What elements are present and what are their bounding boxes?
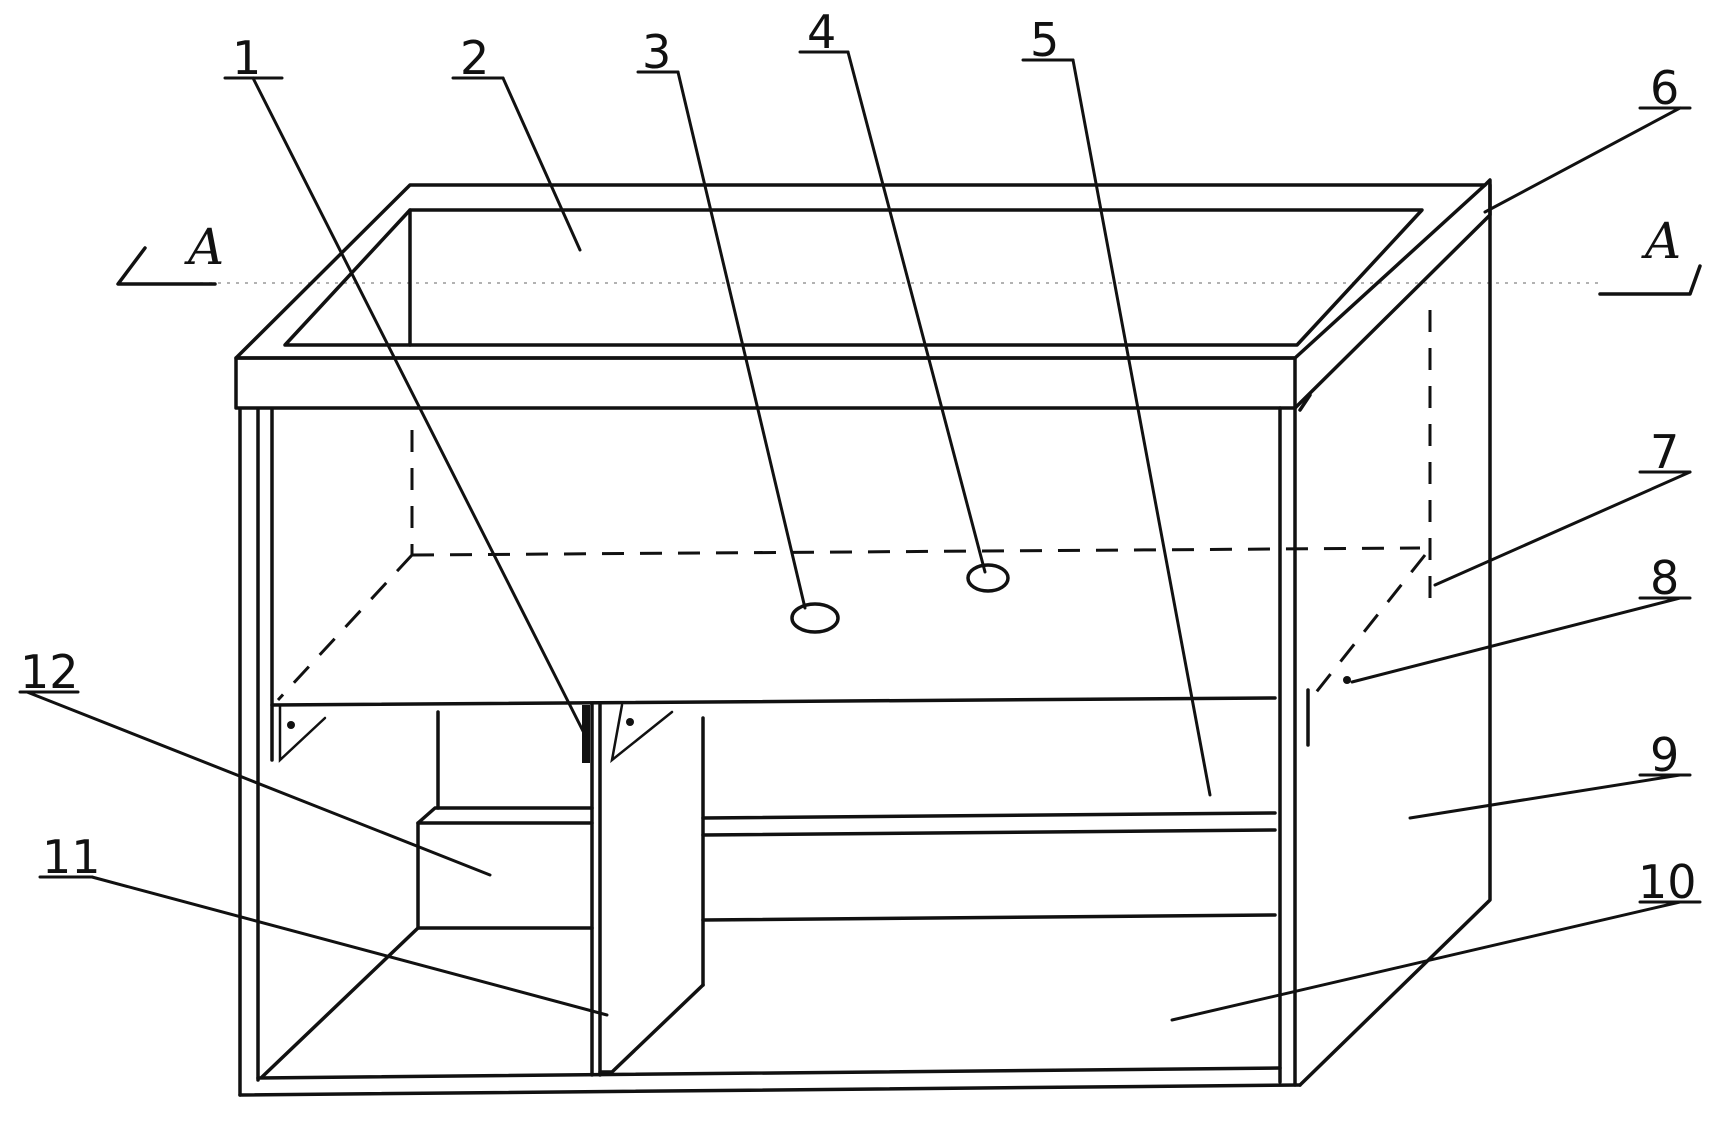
front-frame [238,408,1302,1097]
leader-lines [25,50,1692,1022]
callout-numbers: 1 2 3 4 5 6 7 8 9 10 11 12 [20,5,1697,909]
section-label-right: A [1641,212,1681,270]
callout-10: 10 [1638,855,1697,909]
callout-6: 6 [1650,61,1679,115]
callout-5: 5 [1030,13,1059,67]
callout-12: 12 [20,645,79,699]
callout-4: 4 [807,5,836,59]
top-rim [234,183,1492,410]
callout-9: 9 [1650,728,1679,782]
side-panel [1278,178,1492,1087]
callout-underlines [18,50,1702,904]
trough [270,310,1432,764]
callout-3: 3 [642,25,671,79]
section-line [116,246,1702,296]
callout-7: 7 [1650,425,1679,479]
section-label-left: A [184,218,224,276]
lower-shelf [260,703,1277,1079]
callout-2: 2 [460,31,489,85]
callout-11: 11 [42,830,101,884]
callout-8: 8 [1650,551,1679,605]
callout-1: 1 [232,31,261,85]
